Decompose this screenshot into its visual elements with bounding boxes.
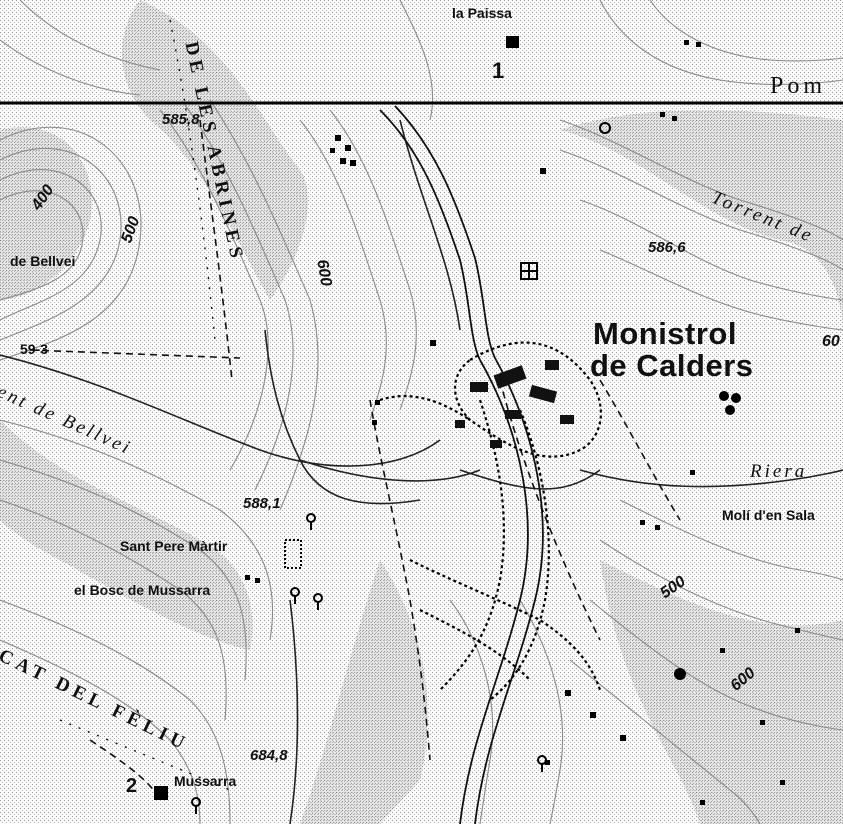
- building-dots: [245, 40, 800, 805]
- label-km-2: 2: [126, 775, 138, 797]
- label-boundary-code: 59-3: [20, 341, 49, 357]
- label-elevation-684-8: 684,8: [250, 747, 288, 764]
- landmarks: [191, 122, 611, 814]
- label-sant-pere-martir[interactable]: Sant Pere Màrtir: [120, 538, 228, 554]
- label-elevation-585-8: 585,8: [162, 111, 200, 128]
- mussarra-building-icon: [154, 786, 168, 800]
- label-road-pom[interactable]: Pom: [770, 73, 827, 99]
- label-la-paissa[interactable]: la Paissa: [452, 5, 512, 21]
- label-moli-den-sala[interactable]: Molí d'en Sala: [722, 507, 815, 523]
- label-contour-600-center: 600: [313, 258, 335, 288]
- label-elevation-586-6: 586,6: [648, 239, 686, 256]
- label-bosc-mussarra[interactable]: el Bosc de Mussarra: [74, 582, 211, 598]
- point-markers: [674, 391, 741, 680]
- label-town-de-calders[interactable]: de Calders: [590, 348, 754, 383]
- label-de-bellvei[interactable]: de Bellvei: [10, 253, 76, 269]
- building-blocks: [455, 360, 574, 448]
- label-km-1: 1: [492, 58, 505, 83]
- boundary-line: [59, 19, 231, 791]
- label-town-monistrol[interactable]: Monistrol: [593, 316, 737, 351]
- streams: [0, 119, 843, 824]
- urban-area: [379, 341, 602, 701]
- main-road: [379, 105, 544, 824]
- label-riera[interactable]: Riera: [750, 461, 808, 482]
- label-contour-60-east: 60: [822, 333, 840, 350]
- label-elevation-588-1: 588,1: [243, 495, 281, 512]
- label-mussarra[interactable]: Mussarra: [174, 773, 237, 789]
- la-paissa-building-icon: [506, 36, 519, 48]
